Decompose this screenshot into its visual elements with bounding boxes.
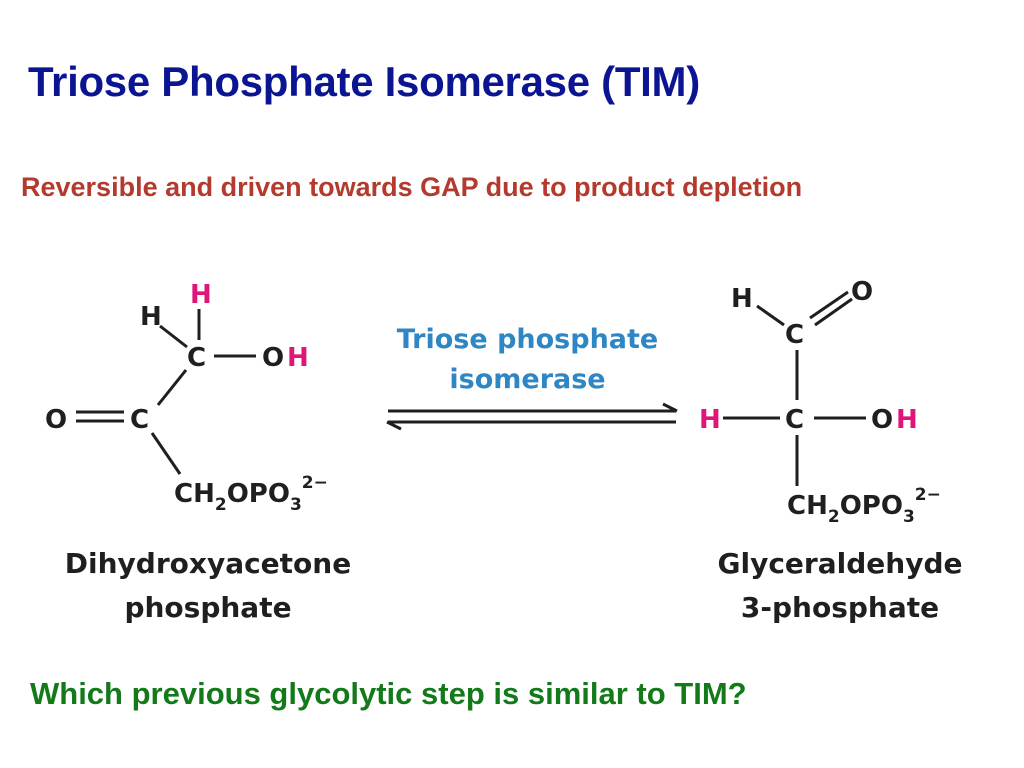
gap-name-line2: 3-phosphate xyxy=(740,591,940,624)
dhap-atom-h-left: H xyxy=(140,302,162,332)
gap-charge: 2− xyxy=(915,485,941,505)
enzyme-label-line2: isomerase xyxy=(449,364,606,395)
gap-atom-o-aldehyde: O xyxy=(851,277,873,307)
gap-phosphate-group: CH2OPO32− xyxy=(787,485,941,527)
question-text: Which previous glycolytic step is simila… xyxy=(30,676,747,711)
dhap-name-line2: phosphate xyxy=(124,591,292,624)
dhap-name-line1: Dihydroxyacetone xyxy=(64,547,352,580)
dhap-structure: H H C O H O C CH2OPO32− xyxy=(45,280,328,515)
dhap-phosphate-group: CH2OPO32− xyxy=(174,473,328,515)
gap-atom-h-hydroxyl: H xyxy=(896,405,918,435)
dhap-bond-c1-hleft xyxy=(159,324,188,349)
dhap-atom-h-top: H xyxy=(190,280,212,310)
gap-bond-carbonyl-2 xyxy=(814,297,853,327)
gap-atom-c2: C xyxy=(785,405,804,435)
gap-atom-c1: C xyxy=(785,320,804,350)
gap-bond-h-c1 xyxy=(756,304,785,327)
slide-title: Triose Phosphate Isomerase (TIM) xyxy=(28,58,700,105)
dhap-charge: 2− xyxy=(302,473,328,493)
reverse-arrow-head xyxy=(386,420,402,431)
dhap-sub-3: 3 xyxy=(290,495,302,515)
equilibrium-arrows xyxy=(386,402,678,431)
gap-sub-3: 3 xyxy=(903,507,915,527)
gap-name-line1: Glyceraldehyde xyxy=(717,547,963,580)
slide-subtitle: Reversible and driven towards GAP due to… xyxy=(21,172,803,202)
gap-bond-carbonyl-1 xyxy=(809,290,849,320)
forward-arrow-head xyxy=(662,402,678,413)
dhap-atom-c2: C xyxy=(130,405,149,435)
gap-structure: H O C H C O H CH2OPO32− xyxy=(699,277,941,527)
dhap-atom-o-hydroxyl: O xyxy=(262,343,284,373)
gap-atom-h-left: H xyxy=(699,405,721,435)
dhap-atom-h-hydroxyl: H xyxy=(287,343,309,373)
dhap-sub-2: 2 xyxy=(215,495,227,515)
dhap-opo: OPO xyxy=(227,479,290,509)
dhap-name: Dihydroxyacetone phosphate xyxy=(28,542,388,630)
dhap-ch: CH xyxy=(174,479,215,509)
dhap-atom-o-carbonyl: O xyxy=(45,405,67,435)
gap-opo: OPO xyxy=(840,491,903,521)
dhap-bond-c2-ch2 xyxy=(150,432,182,475)
gap-name: Glyceraldehyde 3-phosphate xyxy=(680,542,1000,630)
gap-sub-2: 2 xyxy=(828,507,840,527)
dhap-atom-c1: C xyxy=(187,343,206,373)
enzyme-label: Triose phosphate isomerase xyxy=(380,320,675,400)
gap-ch: CH xyxy=(787,491,828,521)
enzyme-label-line1: Triose phosphate xyxy=(396,324,659,355)
dhap-bond-c1-c2 xyxy=(156,369,188,406)
gap-atom-h-aldehyde: H xyxy=(731,284,753,314)
gap-atom-o-hydroxyl: O xyxy=(871,405,893,435)
